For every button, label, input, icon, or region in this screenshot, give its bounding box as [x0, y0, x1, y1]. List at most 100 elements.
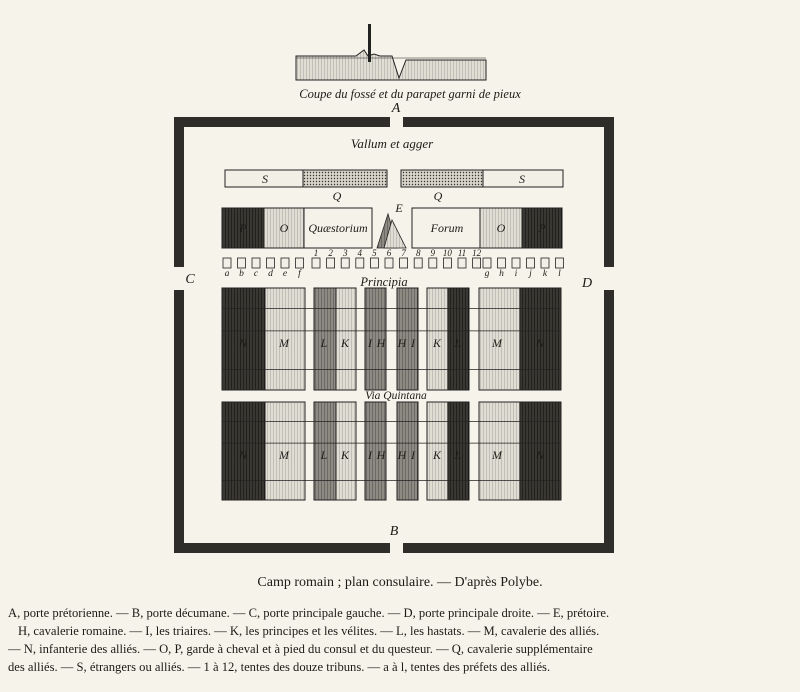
tribune-number: 6 — [387, 248, 392, 258]
camp-wall — [174, 117, 614, 553]
section-title: Coupe du fossé et du parapet garni de pi… — [299, 87, 521, 101]
tribune-number: 2 — [328, 248, 333, 258]
tribune-number: 4 — [358, 248, 363, 258]
tribune-number: 7 — [401, 248, 406, 258]
p-left-label: P — [238, 221, 247, 235]
vallum-label: Vallum et agger — [351, 136, 434, 151]
block-letter: H — [376, 448, 387, 462]
troop-block — [364, 401, 387, 501]
prefect-letter: i — [515, 269, 518, 279]
legend-line-2: H, cavalerie romaine. — I, les triaires.… — [18, 624, 600, 638]
prefect-letter: h — [499, 269, 504, 279]
troop-block — [264, 401, 306, 501]
legend-line-4: des alliés. — S, étrangers ou alliés. — … — [8, 660, 551, 674]
block-letter: L — [320, 336, 328, 350]
prefect-letter: e — [283, 269, 287, 279]
block-letter: H — [397, 448, 408, 462]
figure-legend: A, porte prétorienne. — B, porte décuman… — [8, 604, 790, 676]
block-letter: N — [535, 448, 545, 462]
prefect-tent — [555, 257, 564, 269]
prefect-letter: j — [527, 269, 532, 279]
block-letter: K — [340, 336, 350, 350]
prefect-letter: k — [543, 269, 548, 279]
block-letter: N — [238, 448, 248, 462]
o-left-label: O — [280, 221, 289, 235]
block-letter: N — [238, 336, 248, 350]
tribune-tent — [413, 257, 423, 269]
prefect-tent — [266, 257, 275, 269]
principia-label: Principia — [359, 275, 407, 289]
tribune-number: 12 — [472, 248, 482, 258]
tribune-tent — [457, 257, 467, 269]
gate-d-label: D — [581, 276, 592, 291]
tribune-tent — [326, 257, 336, 269]
troop-block — [396, 287, 419, 391]
tribune-number: 5 — [372, 248, 377, 258]
block-letter: M — [278, 336, 290, 350]
q-left-label: Q — [333, 189, 342, 203]
block-letter: M — [278, 448, 290, 462]
prefect-letter: c — [254, 269, 259, 279]
o-right-label: O — [497, 221, 506, 235]
q-right-label: Q — [434, 189, 443, 203]
tribune-number: 3 — [342, 248, 348, 258]
block-letter: K — [432, 336, 442, 350]
prefect-letter: b — [239, 269, 244, 279]
block-letter: M — [491, 336, 503, 350]
tribune-number: 11 — [458, 248, 466, 258]
palisade-stake — [368, 24, 371, 62]
tribune-tent — [355, 257, 365, 269]
s-left-label: S — [262, 172, 268, 186]
block-s-right — [400, 169, 564, 188]
block-letter: I — [367, 336, 373, 350]
tribune-tent — [311, 257, 321, 269]
prefect-letter: g — [485, 269, 490, 279]
troop-block — [396, 401, 419, 501]
troop-block — [364, 287, 387, 391]
tribune-tent — [384, 257, 394, 269]
prefect-letter: d — [268, 269, 273, 279]
block-letter: L — [320, 448, 328, 462]
block-letter: K — [432, 448, 442, 462]
block-letter: I — [410, 336, 416, 350]
e-label: E — [394, 201, 403, 215]
gate-b-label: B — [390, 524, 399, 539]
gate-c-label: C — [185, 272, 195, 287]
praetorium-tent — [376, 212, 407, 249]
prefect-tent — [222, 257, 232, 269]
tribune-tent — [399, 257, 409, 269]
s-right-label: S — [519, 172, 525, 186]
p-right-label: P — [537, 221, 546, 235]
prefect-tent — [526, 257, 535, 269]
prefect-tent — [295, 257, 304, 269]
tribune-tent — [340, 257, 350, 269]
quaestorium-block — [221, 207, 373, 249]
tribune-tent — [428, 257, 438, 269]
block-letter: K — [340, 448, 350, 462]
troop-block — [221, 401, 266, 501]
tribune-tent — [369, 257, 379, 269]
prefect-tent — [237, 257, 246, 269]
troop-block — [519, 287, 562, 391]
troop-block — [447, 287, 470, 391]
via-quintana-label: Via Quintana — [365, 390, 427, 402]
troop-block — [264, 287, 306, 391]
troop-block — [221, 287, 266, 391]
camp-plan: Coupe du fossé et du parapet garni de pi… — [174, 24, 614, 553]
prefect-tent — [497, 257, 506, 269]
troop-block — [447, 401, 470, 501]
prefect-tent — [280, 257, 290, 269]
forum-label: Forum — [430, 221, 464, 235]
prefect-tent — [540, 257, 550, 269]
prefect-letter: f — [298, 268, 302, 279]
troop-block — [478, 287, 521, 391]
block-letter: L — [454, 448, 462, 462]
block-letter: I — [367, 448, 373, 462]
prefect-letter: l — [558, 269, 561, 279]
troop-block — [335, 401, 357, 501]
tribune-number: 10 — [443, 248, 453, 258]
block-letter: L — [454, 336, 462, 350]
ditch-section — [295, 24, 487, 81]
